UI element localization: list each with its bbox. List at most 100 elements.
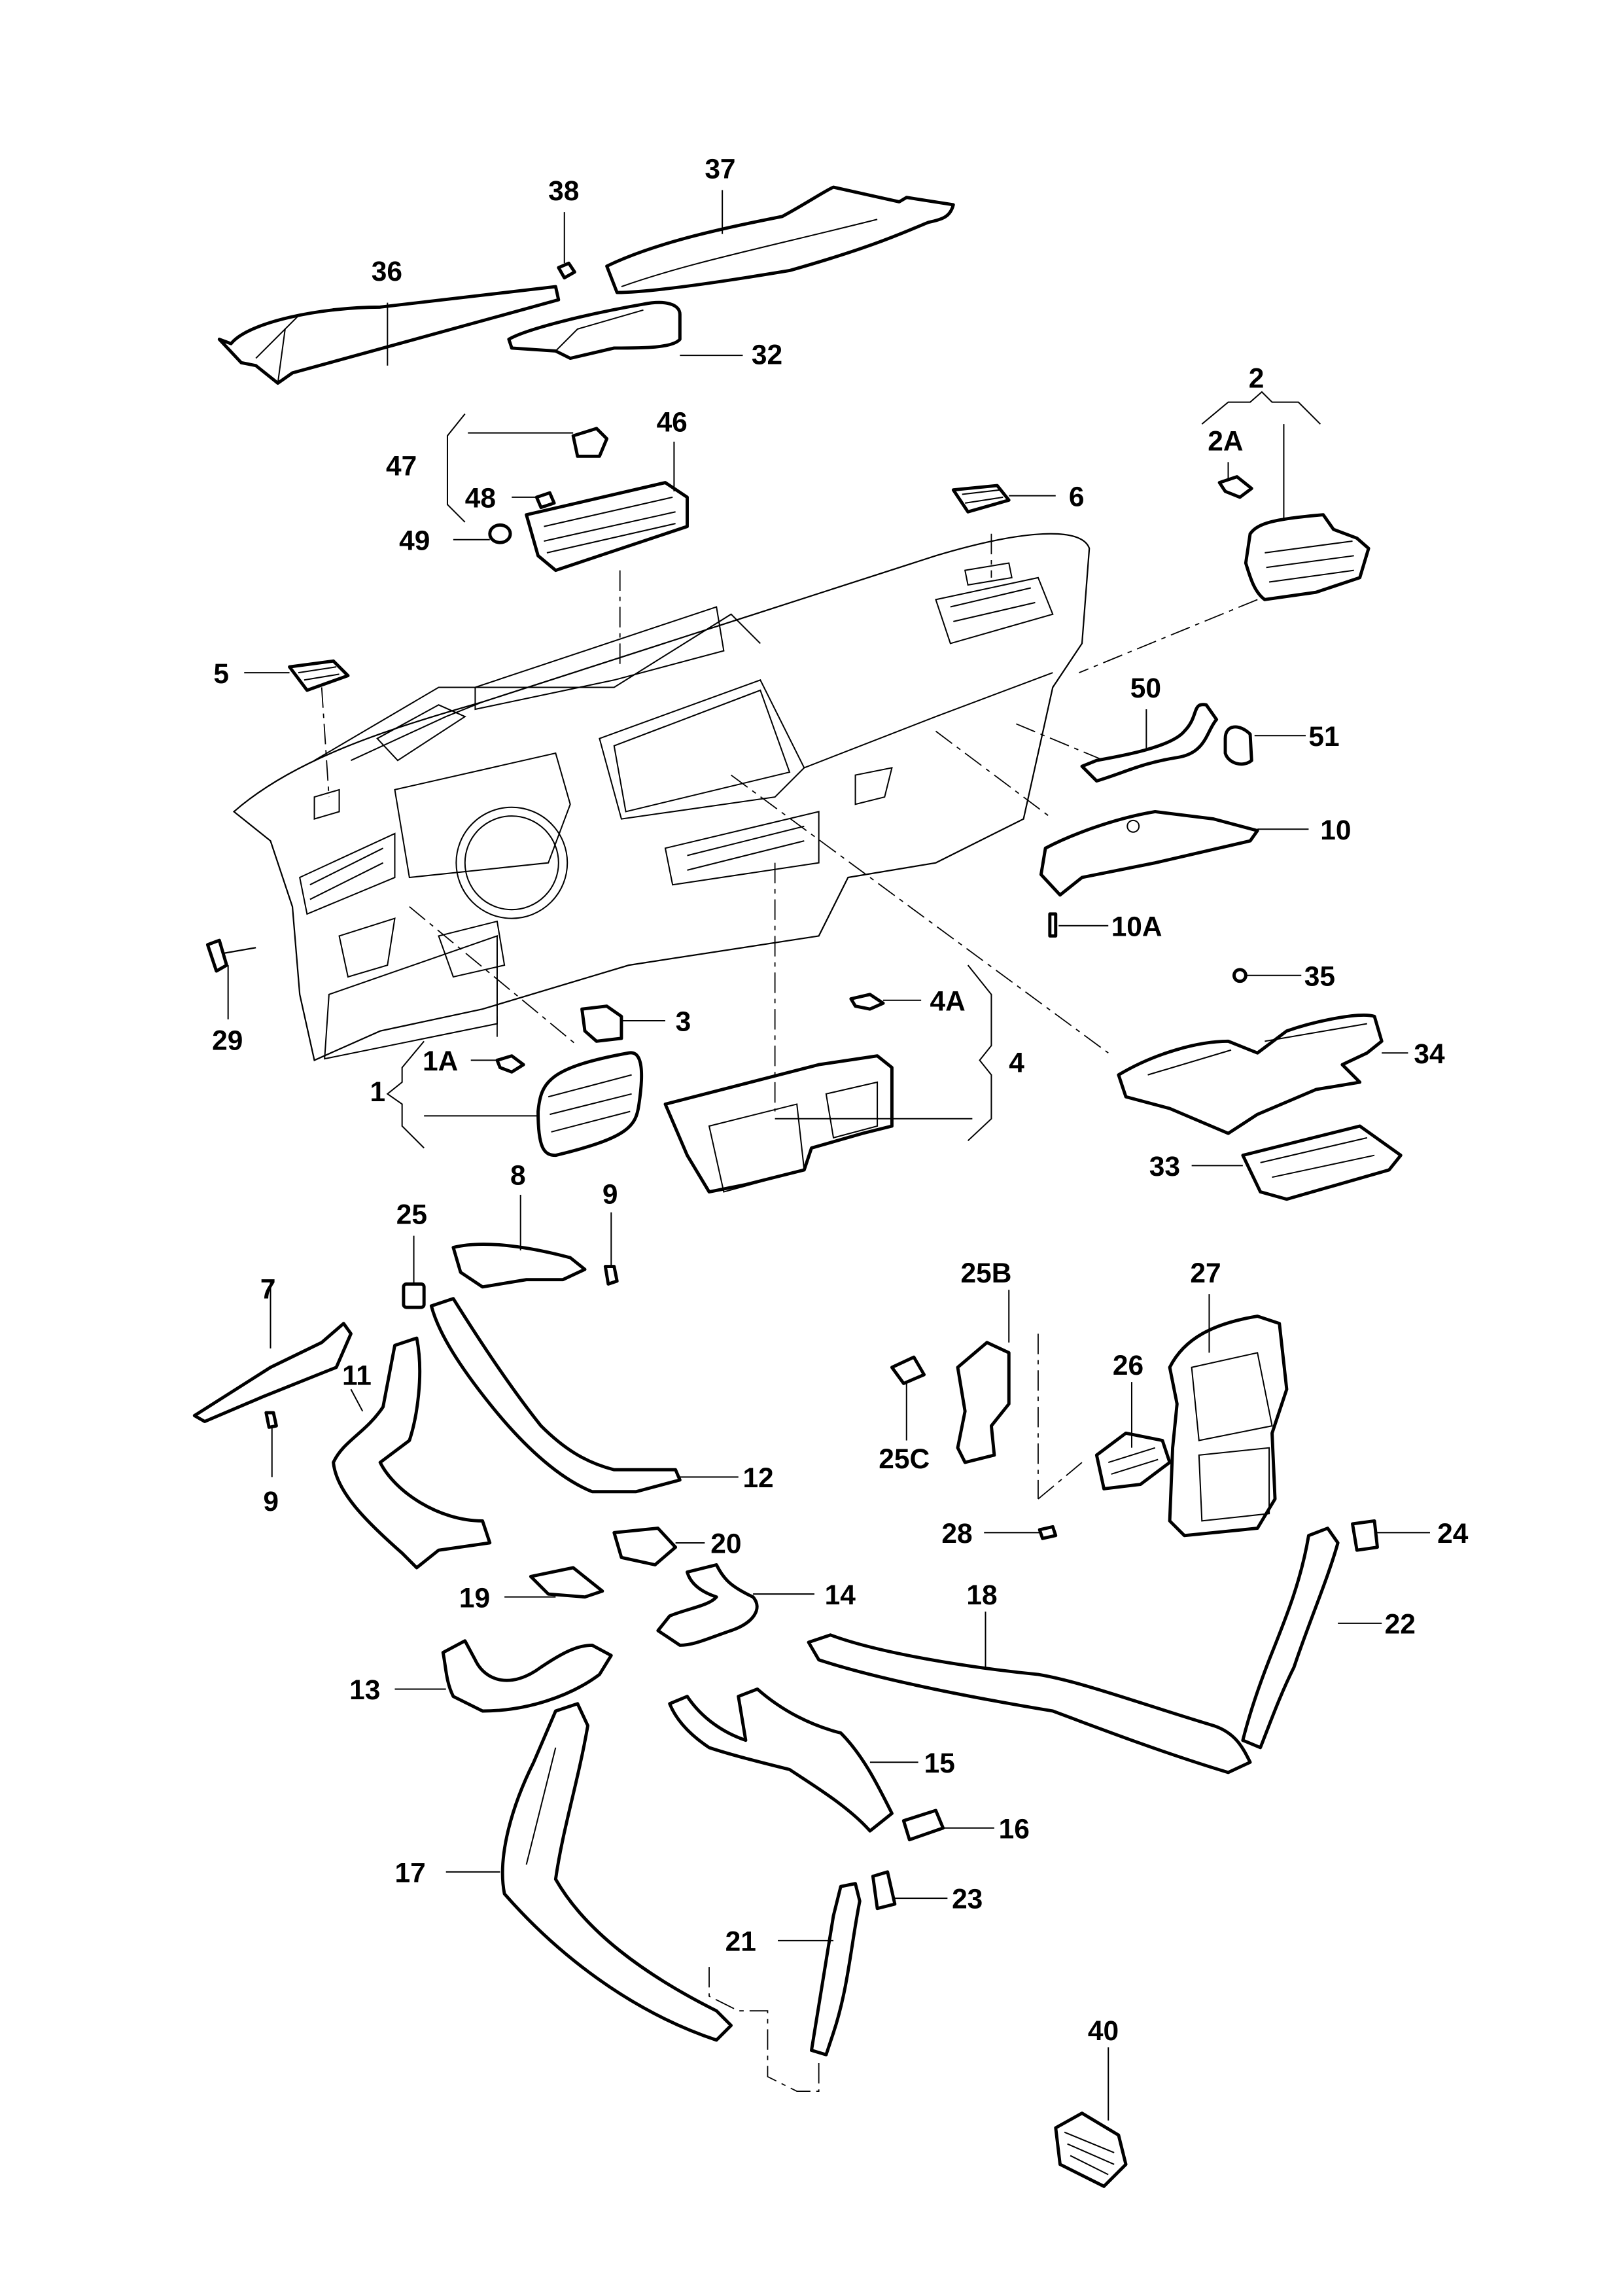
callout-7: 7 (260, 1274, 276, 1305)
callout-49: 49 (399, 525, 430, 556)
part-40-vent-grille[interactable] (1054, 2111, 1128, 2188)
part-9-screw-lower[interactable] (264, 1411, 278, 1429)
part-22-duct[interactable] (1241, 1527, 1340, 1750)
dashboard-panel (232, 533, 1091, 1061)
part-5-defrost-vent-left[interactable] (288, 659, 350, 692)
callout-2: 2 (1249, 362, 1265, 393)
part-1a-clip[interactable] (495, 1054, 525, 1074)
callout-19: 19 (459, 1582, 490, 1613)
callout-29: 29 (212, 1025, 243, 1056)
callout-28: 28 (941, 1518, 972, 1549)
part-29-sensor[interactable] (205, 938, 256, 973)
callout-4a: 4A (930, 985, 966, 1016)
callout-15: 15 (924, 1748, 955, 1778)
part-20-bracket[interactable] (612, 1527, 678, 1566)
callout-16: 16 (999, 1813, 1030, 1844)
part-15-duct[interactable] (668, 1687, 894, 1833)
callout-12: 12 (742, 1462, 773, 1493)
part-34-duct[interactable] (1117, 1014, 1384, 1135)
part-24-vent-grille[interactable] (1351, 1519, 1379, 1552)
callout-37: 37 (705, 154, 735, 185)
callout-40: 40 (1088, 2015, 1119, 2046)
part-33-duct-outlet[interactable] (1241, 1124, 1403, 1201)
part-4-center-air-vents[interactable] (663, 1054, 894, 1194)
callout-labels: 36 37 38 32 46 47 48 49 2 2A 6 5 50 51 1… (212, 154, 1469, 2046)
callout-2a: 2A (1208, 425, 1243, 456)
part-17-duct[interactable] (500, 1702, 733, 2042)
part-25b-duct[interactable] (956, 1341, 1011, 1464)
callout-10: 10 (1320, 815, 1351, 845)
part-25-clip[interactable] (402, 1282, 426, 1309)
callout-51: 51 (1308, 721, 1339, 752)
part-26-vent-module[interactable] (1094, 1431, 1172, 1491)
callout-32: 32 (752, 340, 782, 370)
callout-4: 4 (1009, 1047, 1024, 1078)
callout-5: 5 (213, 658, 229, 689)
part-3-switch[interactable] (580, 1004, 623, 1043)
callout-8: 8 (510, 1159, 526, 1190)
part-48-sensor-cap[interactable] (534, 491, 556, 510)
part-13-duct[interactable] (441, 1639, 613, 1713)
callout-20: 20 (710, 1528, 741, 1559)
part-23-vent-grille[interactable] (871, 1870, 897, 1911)
callout-3: 3 (676, 1006, 691, 1037)
part-47-sensor[interactable] (571, 427, 609, 458)
part-46-grille[interactable] (525, 481, 689, 573)
part-36-a-pillar-trim-left[interactable] (217, 285, 561, 385)
callout-36: 36 (372, 256, 402, 287)
callout-17: 17 (394, 1857, 425, 1888)
part-8-duct[interactable] (451, 1243, 587, 1289)
part-18-duct[interactable] (807, 1633, 1252, 1775)
part-11-duct[interactable] (332, 1336, 492, 1570)
part-16-vent-grille[interactable] (901, 1809, 945, 1842)
callout-18: 18 (966, 1580, 997, 1610)
part-32-trim-cover[interactable] (507, 300, 682, 361)
callout-50: 50 (1130, 673, 1161, 703)
callout-33: 33 (1149, 1151, 1180, 1182)
leader-lines (227, 190, 1430, 2121)
part-37-a-pillar-trim-right[interactable] (605, 185, 955, 294)
part-19-bracket[interactable] (529, 1566, 604, 1599)
callout-25: 25 (396, 1199, 427, 1230)
callout-11: 11 (342, 1360, 372, 1391)
callout-25c: 25C (879, 1443, 930, 1474)
part-14-duct[interactable] (656, 1563, 759, 1647)
part-10-bracket[interactable] (1039, 809, 1259, 897)
part-38-clip[interactable] (557, 261, 576, 280)
callout-10a: 10A (1111, 911, 1162, 942)
callout-26: 26 (1113, 1350, 1143, 1381)
callout-38: 38 (548, 175, 579, 206)
callout-47: 47 (386, 450, 417, 481)
part-2a-clip[interactable] (1217, 475, 1253, 499)
part-10a-screw[interactable] (1048, 912, 1058, 938)
callout-48: 48 (465, 483, 496, 514)
part-21-duct[interactable] (810, 1882, 862, 2057)
part-1-air-vent-left[interactable] (536, 1051, 644, 1157)
part-2-air-vent-right[interactable] (1244, 513, 1370, 601)
part-4a-clip[interactable] (849, 993, 885, 1011)
callout-6: 6 (1069, 481, 1085, 512)
part-28-screw[interactable] (1038, 1525, 1058, 1540)
part-6-defrost-vent-right[interactable] (951, 484, 1011, 514)
callout-23: 23 (952, 1884, 983, 1915)
callout-35: 35 (1304, 961, 1335, 991)
part-7-duct[interactable] (192, 1322, 353, 1423)
callout-24: 24 (1437, 1518, 1469, 1549)
part-35-screw[interactable] (1232, 968, 1248, 983)
part-27-rear-console-vent-panel[interactable] (1168, 1315, 1289, 1538)
part-50-hose[interactable] (1080, 703, 1219, 783)
part-9-screw-upper[interactable] (603, 1265, 619, 1286)
callout-25b: 25B (960, 1258, 1011, 1288)
callout-21: 21 (725, 1926, 756, 1957)
callout-9-upper: 9 (602, 1178, 618, 1209)
part-51-grommet[interactable] (1223, 725, 1253, 766)
callout-46: 46 (657, 406, 688, 437)
part-12-duct[interactable] (429, 1297, 682, 1494)
callout-22: 22 (1385, 1609, 1416, 1640)
part-25c-clip[interactable] (890, 1355, 926, 1385)
part-49-grommet[interactable] (488, 523, 512, 544)
callout-9-lower: 9 (263, 1486, 279, 1517)
callout-34: 34 (1414, 1038, 1445, 1069)
callout-1a: 1A (423, 1046, 458, 1076)
